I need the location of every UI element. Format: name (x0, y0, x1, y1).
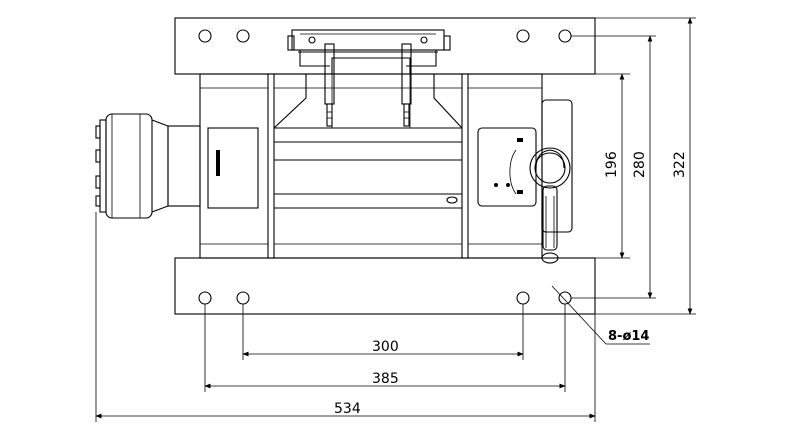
gearbox-cover (207, 127, 259, 209)
dimension-label-385: 385 (372, 371, 399, 387)
dimension-label-280: 280 (632, 151, 648, 178)
dimension-534: 534 (95, 212, 596, 422)
mount-hole (236, 29, 250, 43)
dimension-196: 196 (572, 73, 630, 259)
dimension-322: 322 (595, 17, 696, 315)
dimension-label-196: 196 (604, 151, 620, 178)
top-mounting-plate (174, 17, 596, 75)
mount-hole (198, 291, 212, 305)
dimension-label-300: 300 (372, 339, 399, 355)
winch-body (199, 73, 543, 259)
dimension-385: 385 (204, 304, 566, 392)
mount-hole (558, 291, 572, 305)
mount-hole (516, 29, 530, 43)
bottom-mounting-plate (174, 257, 596, 315)
dimension-label-534: 534 (334, 401, 361, 417)
clutch-housing (477, 99, 573, 233)
hole-callout: 8-ø14 (551, 285, 650, 345)
lifting-bracket (287, 29, 451, 127)
hole-callout-label: 8-ø14 (608, 329, 649, 344)
dimension-280: 280 (571, 35, 656, 299)
clutch-lever (529, 147, 571, 264)
mount-hole (198, 29, 212, 43)
mount-hole (236, 291, 250, 305)
drum (273, 57, 463, 209)
mount-hole (516, 291, 530, 305)
motor (95, 113, 201, 219)
mount-hole (558, 29, 572, 43)
dimension-300: 300 (242, 304, 524, 360)
dimension-label-322: 322 (672, 151, 688, 178)
